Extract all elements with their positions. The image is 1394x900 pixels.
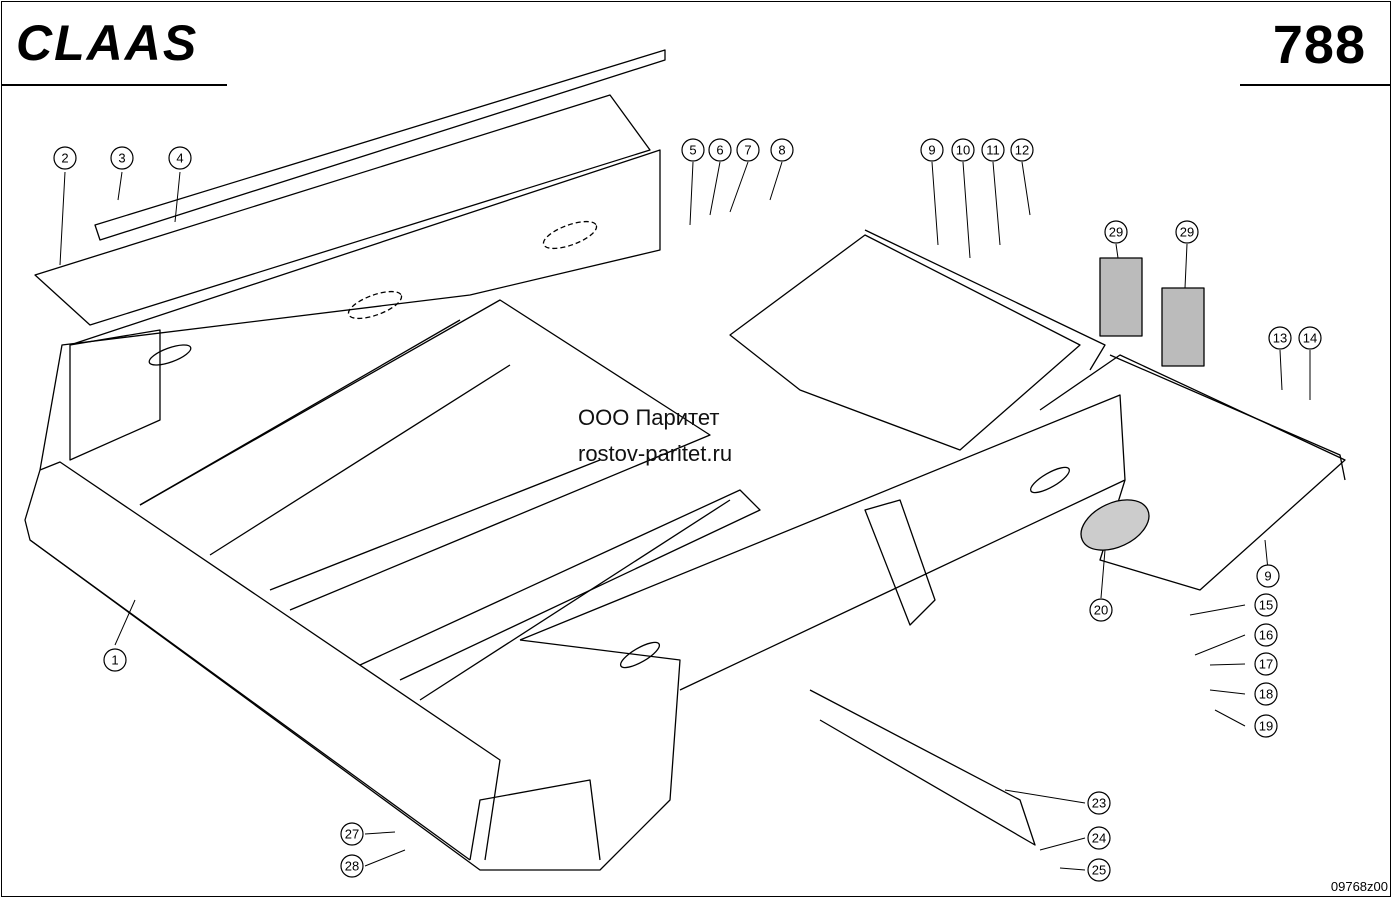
svg-text:16: 16: [1259, 628, 1273, 643]
svg-text:17: 17: [1259, 657, 1273, 672]
svg-text:20: 20: [1094, 603, 1108, 618]
svg-text:29: 29: [1180, 225, 1194, 240]
callout-16: 16: [1254, 623, 1278, 647]
callout-9b: 9: [1256, 564, 1280, 588]
svg-text:8: 8: [778, 143, 785, 158]
svg-text:28: 28: [345, 859, 359, 874]
svg-text:18: 18: [1259, 687, 1273, 702]
svg-text:27: 27: [345, 827, 359, 842]
watermark-company: ООО Паритет: [578, 405, 720, 430]
svg-text:10: 10: [956, 143, 970, 158]
callout-18: 18: [1254, 682, 1278, 706]
frame-support-bar: [809, 689, 1036, 846]
watermark: ООО Паритет rostov-paritet.ru: [578, 400, 732, 472]
slot-5: [1029, 466, 1071, 494]
callout-1: 1: [103, 648, 127, 672]
callout-3: 3: [110, 146, 134, 170]
cover-plate: [1080, 499, 1150, 551]
rubber-flap-left: [1099, 257, 1143, 337]
header-rule-left: [1, 84, 227, 86]
svg-text:15: 15: [1259, 598, 1273, 613]
svg-text:23: 23: [1092, 796, 1106, 811]
frame-slat-1: [139, 319, 461, 506]
header-rule-right: [1240, 84, 1390, 86]
frame-right-beam: [519, 394, 1126, 691]
callout-19: 19: [1254, 714, 1278, 738]
svg-text:11: 11: [986, 143, 1000, 158]
svg-text:9: 9: [1264, 569, 1271, 584]
watermark-url: rostov-paritet.ru: [578, 441, 733, 466]
svg-text:24: 24: [1092, 831, 1106, 846]
claas-logo: CLAAS: [16, 15, 198, 70]
frame-front-beam: [39, 461, 501, 861]
callout-15: 15: [1254, 593, 1278, 617]
callout-12: 12: [1010, 138, 1034, 162]
callout-14: 14: [1298, 326, 1322, 350]
svg-text:19: 19: [1259, 719, 1273, 734]
svg-text:13: 13: [1273, 331, 1287, 346]
right-pan: [729, 234, 1081, 451]
leader-lines: [59, 161, 1311, 871]
svg-text:3: 3: [118, 151, 125, 166]
svg-text:25: 25: [1092, 863, 1106, 878]
slot-2: [347, 290, 403, 320]
svg-text:4: 4: [176, 151, 183, 166]
frame-slat-3: [269, 459, 601, 591]
slot-3: [542, 220, 598, 250]
callout-25: 25: [1087, 858, 1111, 882]
svg-text:1: 1: [111, 653, 118, 668]
callout-28: 28: [340, 854, 364, 878]
svg-text:7: 7: [744, 143, 751, 158]
callout-4: 4: [168, 146, 192, 170]
callout-2: 2: [53, 146, 77, 170]
right-pan-lip: [864, 229, 1106, 371]
frame-tail-plate: [469, 779, 601, 861]
callout-29a: 29: [1104, 220, 1128, 244]
page-number: 788: [1272, 15, 1366, 75]
callout-10: 10: [951, 138, 975, 162]
frame-cross-beam-1: [139, 299, 711, 611]
drawing-code: 09768z00: [1330, 879, 1388, 894]
callout-bubbles: 1 2 3 4 5 6 7 8 9 9 10 11 12 13 14 15 16…: [53, 138, 1322, 882]
frame-vertical-channel: [864, 499, 936, 626]
svg-text:2: 2: [61, 151, 68, 166]
callout-6: 6: [708, 138, 732, 162]
frame-side-plate: [69, 329, 161, 461]
upper-shaker-plate: [34, 94, 651, 326]
svg-text:29: 29: [1109, 225, 1123, 240]
callout-24: 24: [1087, 826, 1111, 850]
callout-17: 17: [1254, 652, 1278, 676]
rubber-flap-right: [1161, 287, 1205, 367]
callout-9a: 9: [920, 138, 944, 162]
callout-20: 20: [1089, 598, 1113, 622]
upper-rail: [94, 49, 666, 241]
callout-23: 23: [1087, 791, 1111, 815]
callout-7: 7: [736, 138, 760, 162]
callout-8: 8: [770, 138, 794, 162]
slot-1: [148, 344, 192, 366]
frame-bottom-rail: [29, 539, 471, 861]
callout-13: 13: [1268, 326, 1292, 350]
svg-text:12: 12: [1015, 143, 1029, 158]
svg-text:CLAAS: CLAAS: [16, 15, 198, 70]
frame-slat-4: [419, 499, 731, 701]
callout-5: 5: [681, 138, 705, 162]
frame-slat-2: [209, 364, 511, 556]
callout-27: 27: [340, 822, 364, 846]
frame-left-wall: [24, 469, 681, 871]
svg-text:6: 6: [716, 143, 723, 158]
svg-text:14: 14: [1303, 331, 1317, 346]
frame-cross-beam-2: [359, 489, 761, 681]
svg-text:5: 5: [689, 143, 696, 158]
callout-29b: 29: [1175, 220, 1199, 244]
callout-11: 11: [981, 138, 1005, 162]
svg-text:9: 9: [928, 143, 935, 158]
right-tray-rail: [1109, 354, 1346, 481]
frame-outer-outline: [39, 149, 661, 471]
slot-4: [619, 641, 661, 669]
